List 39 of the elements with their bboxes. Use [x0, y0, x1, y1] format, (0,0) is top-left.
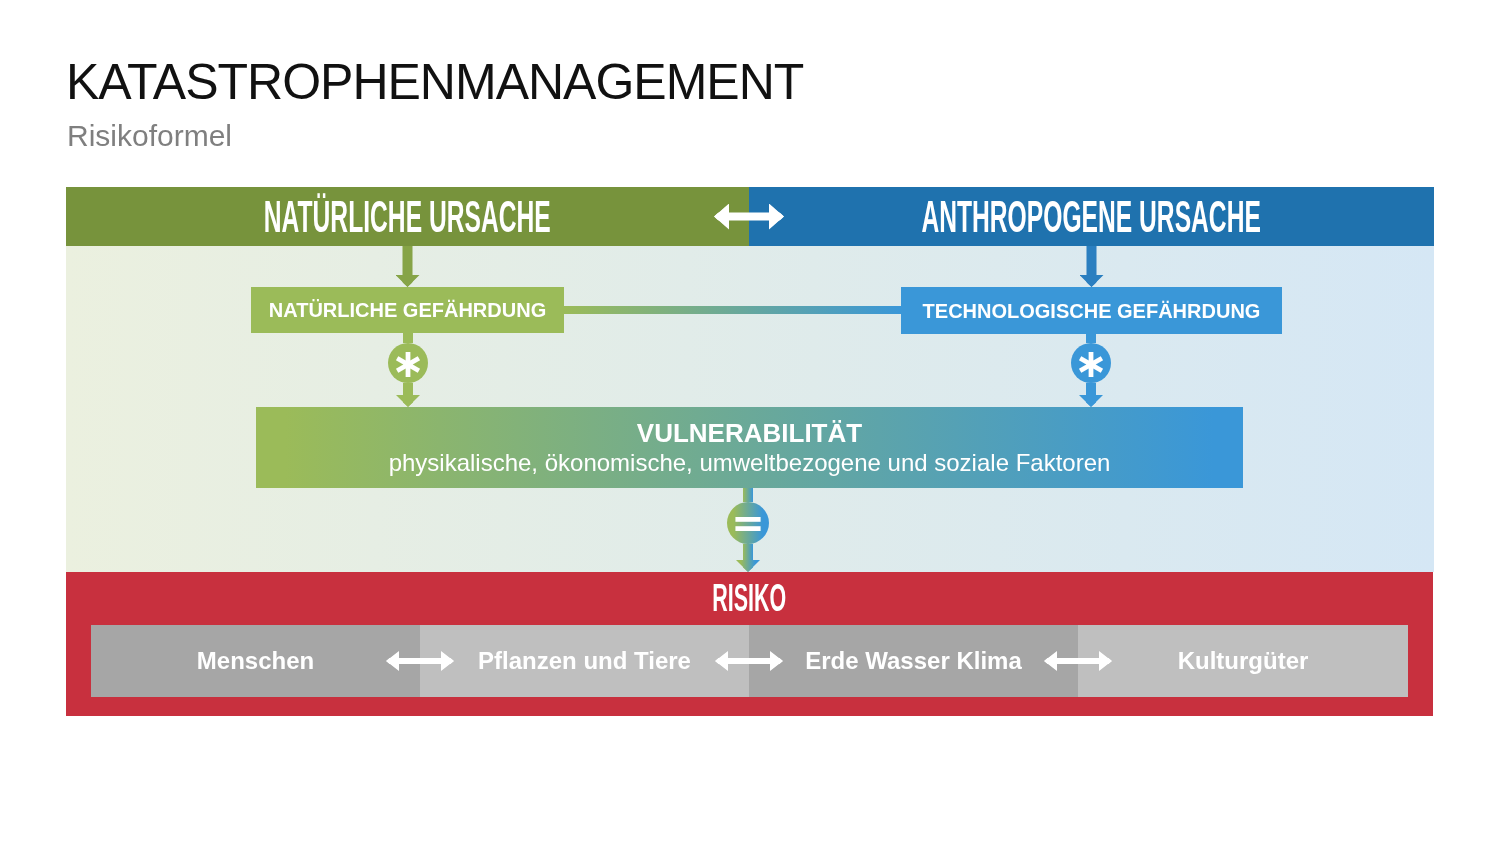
category-cell [1078, 625, 1408, 697]
hazard-label: NATÜRLICHE GEFÄHRDUNG [268, 298, 547, 322]
heading-text: RISIKO [712, 578, 787, 617]
hazard-box [251, 287, 564, 333]
category-cell [420, 625, 749, 697]
category-cell [749, 625, 1078, 697]
category-cell [91, 625, 420, 697]
double-arrow [714, 203, 784, 230]
double-arrow [1044, 651, 1112, 671]
category-label: Kulturgüter [1177, 647, 1309, 675]
header-band [66, 187, 749, 246]
arrow [1079, 383, 1103, 407]
hazard-label: TECHNOLOGISCHE GEFÄHRDUNG [922, 298, 1261, 323]
double-arrow [386, 651, 454, 671]
category-label: Erde Wasser Klima [805, 647, 1022, 675]
header-band [749, 187, 1434, 246]
connector-line [564, 306, 901, 314]
operator-sign: ∗ [1074, 343, 1108, 383]
operator-sign: ∗ [391, 343, 425, 383]
description-text: physikalische, ökonomische, umweltbezogene und soziale Faktoren [388, 447, 1111, 478]
vulnerability-box [256, 407, 1243, 488]
risk-panel [66, 572, 1433, 716]
arrow [395, 246, 420, 287]
hazard-box [901, 287, 1282, 334]
connector-line [1086, 334, 1096, 343]
heading-text: VULNERABILITÄT [636, 417, 863, 448]
connector-line [743, 488, 753, 502]
heading-text: NATÜRLICHE URSACHE [264, 194, 551, 239]
connector-line [403, 333, 413, 343]
arrow [1079, 246, 1104, 287]
double-arrow [715, 651, 783, 671]
arrow [396, 383, 420, 407]
page-title: KATASTROPHENMANAGEMENT [66, 57, 804, 107]
category-label: Menschen [196, 647, 315, 675]
operator-sign: = [731, 503, 765, 543]
heading-text: ANTHROPOGENE URSACHE [921, 194, 1262, 239]
page-subtitle: Risikoformel [67, 121, 233, 151]
category-label: Pflanzen und Tiere [478, 647, 691, 675]
arrow [736, 544, 760, 572]
